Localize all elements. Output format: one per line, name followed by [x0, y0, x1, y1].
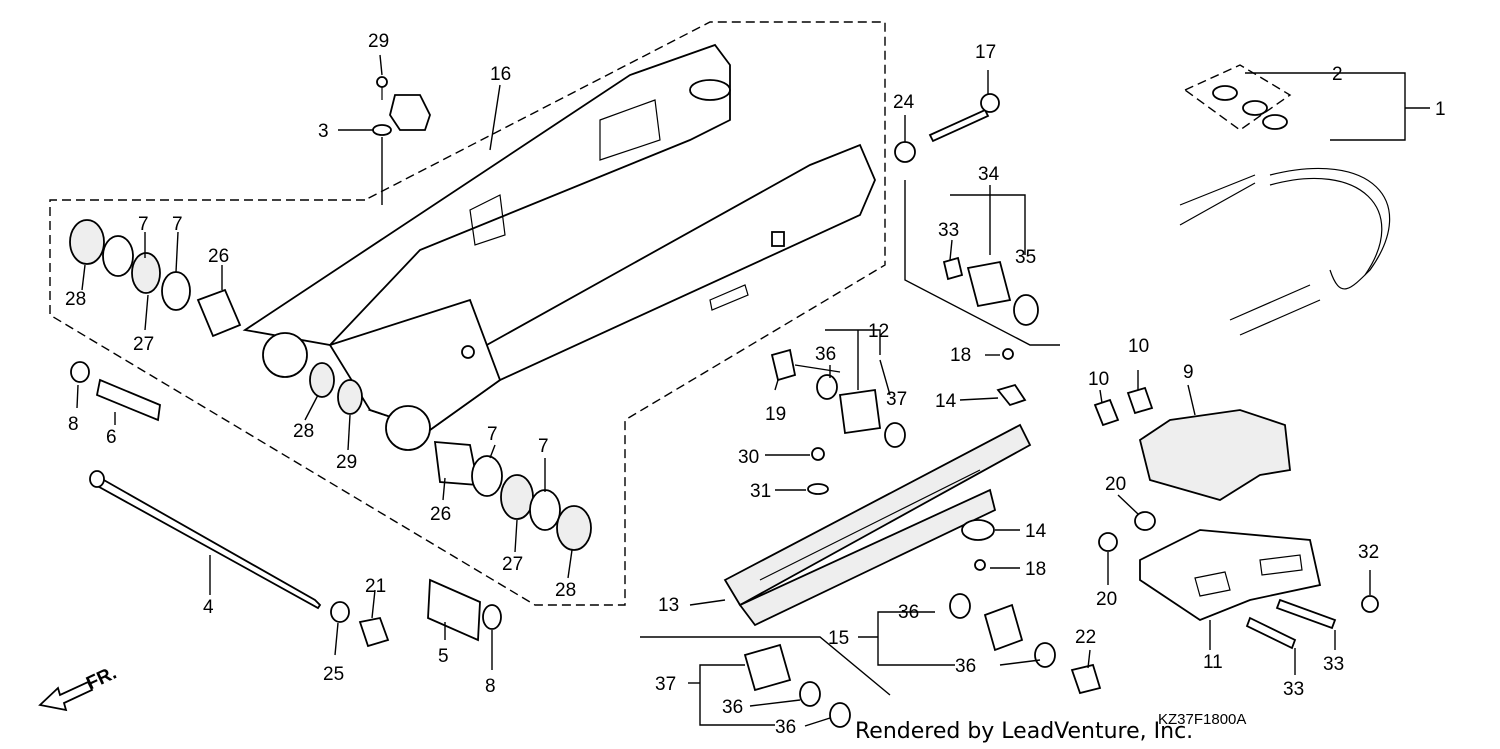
callout-24: 25 — [323, 664, 344, 685]
callout-11: 11 — [1203, 652, 1223, 673]
callout-27-a: 28 — [65, 289, 86, 310]
callout-36-a: 35 — [1015, 247, 1036, 268]
chain-roller-parts — [770, 93, 1039, 495]
callout-31: 31 — [750, 481, 771, 502]
callout-10-a: 10 — [1128, 336, 1149, 357]
callout-26-b: 27 — [502, 554, 523, 575]
lower-roller-parts — [743, 593, 1102, 728]
callout-labels: 29 3 16 17 24 2 1 34 33 35 12 36 37 18 1… — [65, 31, 1446, 738]
callout-1: 1 — [1435, 99, 1446, 120]
callout-9: 9 — [1183, 362, 1194, 383]
callout-36-c: 36 — [955, 656, 976, 677]
callout-34: 33 — [938, 220, 959, 241]
callout-33-a: 33 — [1323, 654, 1344, 675]
callout-29: 29 — [368, 31, 389, 52]
callout-20-a: 20 — [1105, 474, 1126, 495]
callout-7-c: 7 — [487, 424, 498, 445]
callout-27-b: 28 — [555, 580, 576, 601]
callout-18-a: 18 — [950, 345, 971, 366]
callout-22: 22 — [1075, 627, 1096, 648]
callout-10-b: 10 — [1088, 369, 1109, 390]
pivot-hardware-left — [69, 219, 502, 648]
callout-13: 13 — [658, 595, 679, 616]
callout-25-b: 26 — [430, 504, 451, 525]
callout-5: 5 — [438, 646, 449, 667]
credit-text: Rendered by LeadVenture, Inc. — [855, 719, 1193, 744]
callout-37-b: 37 — [886, 389, 907, 410]
callout-28-a: 28 — [293, 421, 314, 442]
callout-3: 3 — [318, 121, 329, 142]
leader-lines — [76, 54, 1430, 727]
callout-16: 16 — [490, 64, 511, 85]
callout-36-e: 36 — [775, 717, 796, 738]
diagram-code: KZ37F1800A — [1158, 711, 1246, 728]
callout-23: 24 — [893, 92, 915, 113]
callout-4: 4 — [203, 597, 214, 618]
callout-38: 37 — [655, 674, 676, 695]
callout-7-d: 7 — [538, 436, 549, 457]
callout-36-d: 36 — [722, 697, 743, 718]
callout-19: 19 — [765, 404, 786, 425]
callout-7-b: 7 — [172, 214, 183, 235]
drive-chain — [1179, 85, 1391, 336]
callout-12: 12 — [868, 321, 889, 342]
callout-14-b: 14 — [1025, 521, 1047, 542]
callout-28-b: 29 — [336, 452, 357, 473]
callout-20-b: 20 — [1096, 589, 1117, 610]
chain-slider — [723, 423, 1032, 627]
callout-26-a: 27 — [133, 334, 154, 355]
callout-32: 32 — [1358, 542, 1379, 563]
front-direction-arrow: FR. — [38, 663, 120, 712]
swingarm — [242, 43, 876, 451]
callout-35: 34 — [978, 164, 1000, 185]
callout-8-a: 8 — [68, 414, 79, 435]
group-outlines — [49, 21, 1292, 606]
callout-15: 15 — [828, 628, 849, 649]
callout-2: 2 — [1332, 64, 1343, 85]
callout-14-a: 14 — [935, 391, 957, 412]
callout-8-b: 8 — [485, 676, 496, 697]
callout-25-a: 26 — [208, 246, 229, 267]
callout-7-a: 7 — [138, 214, 149, 235]
callout-17: 17 — [975, 42, 996, 63]
callout-21: 21 — [365, 576, 386, 597]
chain-guide-clamp — [372, 76, 431, 136]
callout-30: 30 — [738, 447, 759, 468]
callout-33-b: 33 — [1283, 679, 1304, 700]
pivot-hardware-right — [309, 362, 592, 551]
callout-37-a: 36 — [815, 344, 836, 365]
chain-guide — [1093, 386, 1379, 650]
callout-36-b: 36 — [898, 602, 919, 623]
callout-6: 6 — [106, 427, 117, 448]
callout-18-b: 18 — [1025, 559, 1046, 580]
